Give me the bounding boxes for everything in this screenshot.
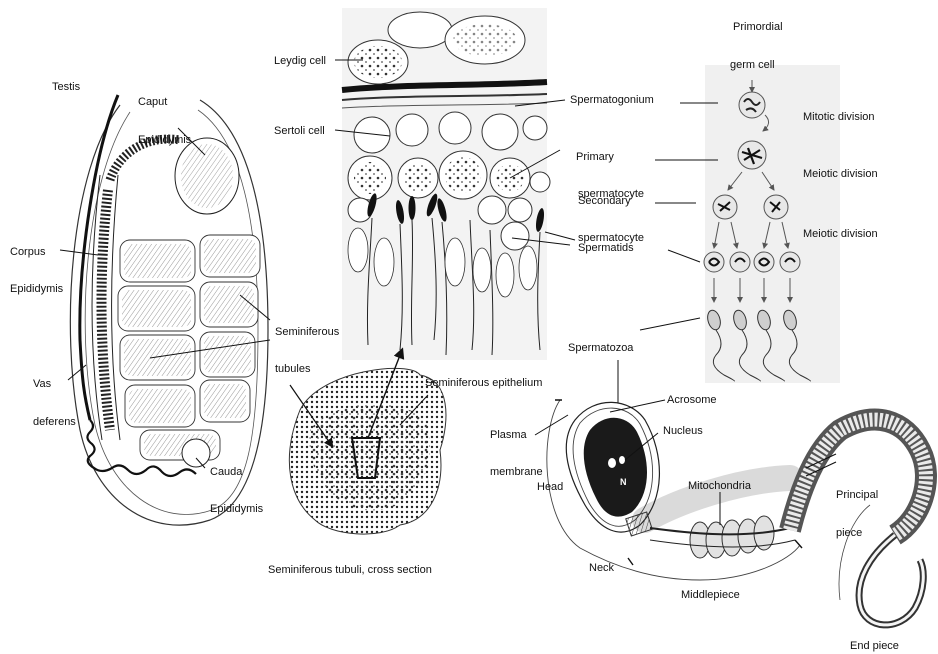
seminiferous-histology — [335, 8, 575, 360]
label-piece: piece — [836, 527, 862, 540]
label-mitotic-division: Mitotic division — [803, 111, 875, 124]
label-nucleus: Nucleus — [663, 425, 703, 438]
label-membrane: membrane — [490, 466, 543, 479]
label-nucleus-letter: N — [620, 476, 627, 489]
label-seminiferous: Seminiferous — [275, 326, 339, 339]
label-germ-cell: germ cell — [730, 59, 775, 72]
label-seminiferous-epithelium: Seminiferous epithelium — [425, 377, 542, 390]
label-end-piece: End piece — [850, 640, 899, 653]
label-cauda-epididymis: Epididymis — [210, 503, 263, 516]
label-spermatozoa: Spermatozoa — [568, 342, 633, 355]
label-middlepiece: Middlepiece — [681, 589, 740, 602]
testis-drawing — [60, 95, 270, 525]
tubule-cross-section — [289, 350, 446, 534]
label-principal: Principal — [836, 489, 878, 502]
label-primordial: Primordial — [733, 21, 783, 34]
label-neck: Neck — [589, 562, 614, 575]
label-plasma: Plasma — [490, 429, 527, 442]
label-corpus-epididymis: Epididymis — [10, 283, 63, 296]
label-primary: Primary — [576, 151, 614, 164]
label-sertoli-cell: Sertoli cell — [274, 125, 325, 138]
label-deferens: deferens — [33, 416, 76, 429]
label-mitochondria: Mitochondria — [688, 480, 751, 493]
label-vas: Vas — [33, 378, 51, 391]
label-tubules: tubules — [275, 363, 310, 376]
label-acrosome: Acrosome — [667, 394, 717, 407]
label-cauda: Cauda — [210, 466, 242, 479]
label-head: Head — [537, 481, 563, 494]
label-testis: Testis — [52, 81, 80, 94]
label-meiotic-division-2: Meiotic division — [803, 228, 878, 241]
label-corpus: Corpus — [10, 246, 45, 259]
label-leydig-cell: Leydig cell — [274, 55, 326, 68]
label-meiotic-division-1: Meiotic division — [803, 168, 878, 181]
caption-cross-section: Seminiferous tubuli, cross section — [268, 564, 432, 577]
label-spermatogonium: Spermatogonium — [570, 94, 654, 107]
label-caput: Caput — [138, 96, 167, 109]
label-secondary: Secondary — [578, 195, 631, 208]
label-spermatids: Spermatids — [578, 242, 634, 255]
label-caput-epididymis: Epididymis — [138, 134, 191, 147]
